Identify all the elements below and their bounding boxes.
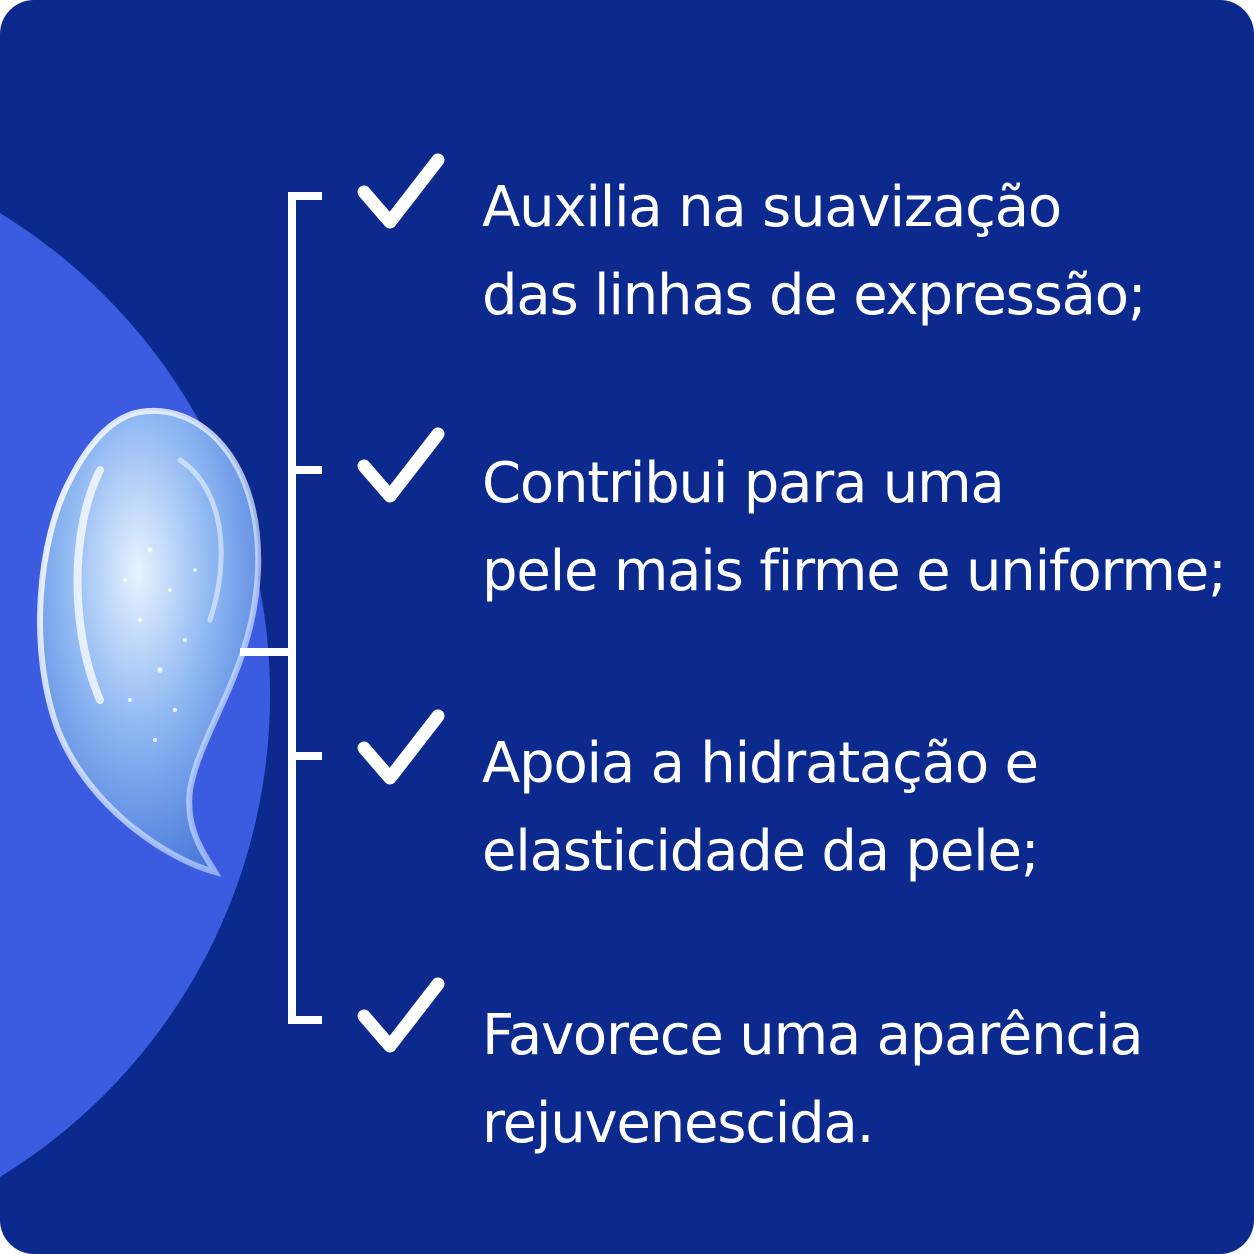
benefit-line: pele mais firme e uniforme; bbox=[482, 539, 1227, 604]
benefit-line: Contribui para uma bbox=[482, 451, 1005, 516]
benefit-line: das linhas de expressão; bbox=[482, 263, 1147, 328]
benefit-line: Apoia a hidratação e bbox=[482, 731, 1039, 796]
benefit-line: elasticidade da pele; bbox=[482, 819, 1040, 884]
benefit-line: Auxilia na suavização bbox=[482, 175, 1062, 240]
check-icon bbox=[357, 427, 445, 503]
check-icon bbox=[357, 709, 445, 785]
check-icon bbox=[357, 977, 445, 1053]
benefit-item: Contribui para uma pele mais firme e uni… bbox=[482, 440, 1227, 616]
benefit-line: Favorece uma aparência bbox=[482, 1003, 1144, 1068]
benefit-item: Auxilia na suavização das linhas de expr… bbox=[482, 164, 1222, 340]
serum-drop-icon bbox=[37, 407, 262, 877]
benefit-item: Favorece uma aparência rejuvenescida. bbox=[482, 992, 1222, 1168]
check-icon bbox=[357, 153, 445, 229]
benefit-item: Apoia a hidratação e elasticidade da pel… bbox=[482, 720, 1222, 896]
benefit-line: rejuvenescida. bbox=[482, 1091, 874, 1156]
